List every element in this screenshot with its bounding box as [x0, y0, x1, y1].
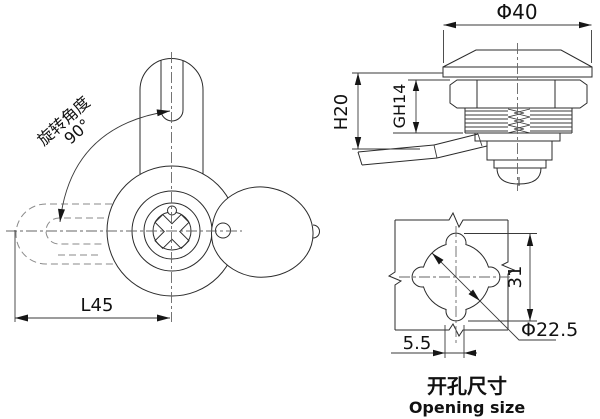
- panel-outline: [387, 211, 516, 337]
- dim31-arrow-top: [526, 233, 534, 246]
- phi225-leader-line: [431, 252, 556, 341]
- gh14-dim-text: GH14: [390, 84, 409, 129]
- dust-cover: [211, 186, 314, 278]
- dust-cover-tab: [312, 224, 320, 239]
- phi40-dimension: Φ40: [443, 0, 592, 63]
- rotation-dimension: 旋转角度 90°: [34, 92, 171, 223]
- l45-arrow-right: [157, 314, 170, 322]
- arm-bend-crease-1: [433, 144, 438, 159]
- h20-arrow-top: [354, 73, 362, 85]
- caption-english: Opening size: [409, 398, 526, 417]
- l45-dimension: L45: [14, 230, 170, 322]
- dim55-arrow-right: [464, 349, 476, 357]
- phi225-dim-text: Φ22.5: [521, 319, 578, 341]
- phi225-dimension: Φ22.5: [431, 252, 578, 341]
- front-view: 旋转角度 90° L45: [6, 52, 320, 322]
- rotation-arrow-bottom: [58, 208, 65, 222]
- l45-arrow-left: [15, 314, 28, 322]
- arm-bend-crease-2: [477, 133, 483, 147]
- rotation-label-group: 旋转角度 90°: [34, 92, 95, 149]
- panel-edge-right: [500, 220, 516, 330]
- cam-arm-side: [357, 133, 488, 166]
- phi225-arrow-upper: [432, 253, 444, 265]
- panel-edge-top: [395, 211, 508, 229]
- pin-hole: [167, 205, 177, 216]
- arm-top-flat: [357, 144, 435, 153]
- threaded-body: [464, 108, 573, 134]
- h20-dim-text: H20: [331, 94, 352, 130]
- cam-hidden-slot: [45, 217, 104, 245]
- panel-edge-left: [387, 220, 403, 330]
- phi40-arrow-right: [579, 21, 592, 29]
- phi40-arrow-left: [443, 21, 456, 29]
- cam-hidden-position: [15, 203, 114, 265]
- side-view: Φ40: [331, 0, 593, 191]
- dim-55: 5.5: [391, 325, 477, 358]
- phi225-arrow-lower: [468, 289, 480, 301]
- cam-hidden-outline: [15, 203, 114, 265]
- rotation-arrow-top: [156, 109, 170, 117]
- hex-nut-outline: [449, 79, 588, 109]
- opening-view: Φ22.5 31 5.5 开孔尺寸 Opening size: [387, 211, 578, 417]
- shaft-block-lower: [493, 159, 547, 169]
- arm-bottom-slant: [436, 145, 488, 159]
- arm-top-slant: [433, 133, 479, 146]
- arm-tip-end: [357, 151, 363, 166]
- gh14-dimension: GH14: [390, 79, 463, 134]
- dust-cover-pivot: [215, 222, 231, 239]
- h20-dimension: H20: [331, 72, 443, 150]
- thread-lines: [465, 108, 572, 134]
- dim31-arrow-bottom: [526, 309, 534, 321]
- dim-31: 31: [464, 233, 537, 322]
- gh14-arrow-bottom: [412, 122, 420, 133]
- dim31-text: 31: [505, 266, 526, 289]
- l45-dim-text: L45: [81, 295, 114, 316]
- arm-bottom-flat: [361, 157, 438, 166]
- gh14-arrow-top: [412, 80, 420, 91]
- dim55-arrow-left: [433, 349, 445, 357]
- dim55-text: 5.5: [403, 333, 432, 354]
- cross-keyway: [154, 213, 190, 250]
- rotation-arc: [59, 110, 171, 223]
- phi40-dim-text: Φ40: [496, 0, 537, 24]
- h20-arrow-bottom: [354, 137, 362, 149]
- hex-nut: [449, 79, 588, 109]
- cutout-shape: [411, 232, 501, 322]
- caption-chinese: 开孔尺寸: [427, 374, 507, 398]
- shaft-block-upper: [486, 140, 553, 161]
